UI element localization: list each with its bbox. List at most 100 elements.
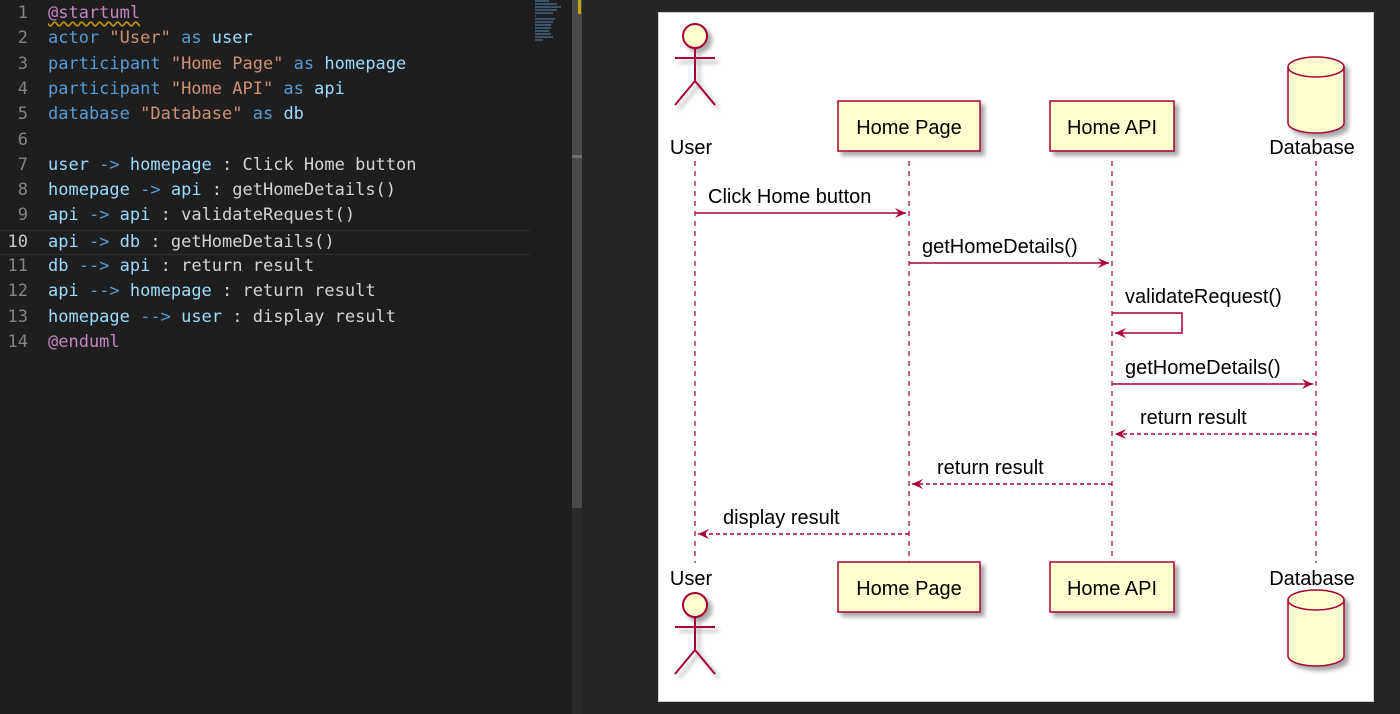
participant-label-api-bottom: Home API bbox=[1067, 578, 1157, 600]
participant-label-user-top: User bbox=[670, 137, 713, 159]
code-token: api bbox=[170, 180, 202, 201]
code-token: as bbox=[283, 53, 325, 74]
minimap-line bbox=[535, 27, 551, 29]
code-token: @enduml bbox=[48, 331, 120, 352]
code-line[interactable]: 13 homepage --> user : display result bbox=[0, 306, 530, 331]
code-text[interactable]: api -> db : getHomeDetails() bbox=[48, 232, 335, 252]
participant-box-api-bottom bbox=[1049, 561, 1175, 613]
code-line[interactable]: 2 actor "User" as user bbox=[0, 27, 530, 52]
code-token: homepage bbox=[48, 306, 130, 327]
minimap-line bbox=[535, 39, 543, 41]
code-text[interactable]: api -> api : validateRequest() bbox=[48, 205, 355, 225]
code-token: user bbox=[48, 154, 89, 175]
scrollbar-thumb[interactable] bbox=[572, 0, 582, 508]
code-token: user bbox=[181, 306, 223, 327]
participant-box-homepage-top bbox=[837, 100, 981, 152]
message-label: display result bbox=[723, 507, 840, 529]
code-line[interactable]: 4 participant "Home API" as api bbox=[0, 78, 530, 103]
code-token: as bbox=[170, 28, 212, 49]
code-line[interactable]: 8 homepage -> api : getHomeDetails() bbox=[0, 179, 530, 204]
code-token: api bbox=[314, 78, 345, 99]
code-text[interactable]: db --> api : return result bbox=[48, 256, 314, 276]
code-text[interactable]: homepage -> api : getHomeDetails() bbox=[48, 180, 396, 200]
code-editor[interactable]: 1 @startuml 2 actor "User" as user 3 particip… bbox=[0, 0, 572, 714]
minimap-line bbox=[535, 30, 549, 32]
code-token: db bbox=[119, 231, 141, 252]
code-text[interactable]: homepage --> user : display result bbox=[48, 307, 396, 327]
code-text[interactable]: participant "Home API" as api bbox=[48, 79, 345, 99]
code-token: db bbox=[48, 256, 69, 276]
code-line[interactable]: 6 bbox=[0, 129, 530, 154]
minimap-line bbox=[535, 9, 557, 11]
code-line[interactable]: 9 api -> api : validateRequest() bbox=[0, 204, 530, 229]
participant-box-homepage-bottom bbox=[837, 561, 981, 613]
code-token: user bbox=[211, 28, 253, 49]
actor-icon-bottom bbox=[674, 592, 716, 675]
code-line[interactable]: 1 @startuml bbox=[0, 2, 530, 27]
minimap-line bbox=[535, 21, 553, 23]
actor-icon-top bbox=[674, 23, 716, 106]
code-token: "Database" bbox=[140, 104, 243, 125]
line-number: 2 bbox=[17, 28, 28, 49]
code-token: as bbox=[273, 78, 315, 99]
code-token: "Home Page" bbox=[170, 53, 284, 74]
editor-scrollbar[interactable] bbox=[572, 0, 582, 714]
line-number: 6 bbox=[17, 129, 28, 150]
minimap-line bbox=[535, 18, 555, 20]
participant-box-api-top bbox=[1049, 100, 1175, 152]
code-line[interactable]: 3 participant "Home Page" as homepage bbox=[0, 53, 530, 78]
minimap-line bbox=[535, 33, 551, 35]
code-line[interactable]: 14 @enduml bbox=[0, 331, 530, 356]
code-token: : display result bbox=[222, 306, 397, 327]
code-token: homepage bbox=[324, 53, 407, 74]
line-number: 5 bbox=[17, 104, 28, 125]
code-line[interactable]: 7 user -> homepage : Click Home button bbox=[0, 154, 530, 179]
code-token: : getHomeDetails() bbox=[201, 180, 397, 201]
code-token: api bbox=[48, 205, 79, 226]
minimap-line bbox=[535, 36, 553, 38]
code-text[interactable]: @enduml bbox=[48, 332, 120, 352]
message-label: getHomeDetails() bbox=[922, 236, 1078, 258]
code-token: database bbox=[48, 104, 141, 125]
message-label: getHomeDetails() bbox=[1125, 357, 1281, 379]
code-line[interactable]: 5 database "Database" as db bbox=[0, 103, 530, 128]
line-number: 8 bbox=[17, 180, 28, 201]
code-text[interactable]: @startuml bbox=[48, 3, 140, 23]
code-token: api bbox=[48, 231, 79, 252]
minimap[interactable] bbox=[533, 0, 571, 41]
line-number: 7 bbox=[17, 154, 28, 175]
message-label: Click Home button bbox=[708, 186, 871, 208]
code-text[interactable]: participant "Home Page" as homepage bbox=[48, 54, 406, 74]
code-token: participant bbox=[48, 78, 171, 99]
code-token: db bbox=[283, 104, 304, 125]
code-text[interactable]: database "Database" as db bbox=[48, 104, 304, 124]
database-icon-top bbox=[1287, 56, 1345, 134]
minimap-line bbox=[535, 15, 536, 17]
code-token: : return result bbox=[150, 256, 315, 276]
line-number: 1 bbox=[17, 3, 28, 23]
scrollbar-cursor-marker bbox=[572, 155, 582, 158]
code-token: : Click Home button bbox=[211, 154, 417, 175]
line-number: 4 bbox=[17, 78, 28, 99]
minimap-line bbox=[535, 24, 551, 26]
code-text[interactable]: api --> homepage : return result bbox=[48, 281, 376, 301]
code-token: api bbox=[48, 281, 79, 302]
minimap-line bbox=[535, 6, 561, 8]
code-token: actor bbox=[48, 28, 110, 49]
message-label: return result bbox=[937, 457, 1044, 479]
minimap-line bbox=[535, 3, 557, 5]
code-token: --> bbox=[78, 281, 130, 302]
code-token: homepage bbox=[129, 154, 212, 175]
code-text[interactable]: user -> homepage : Click Home button bbox=[48, 155, 417, 175]
message-label: return result bbox=[1140, 407, 1247, 429]
code-text[interactable]: actor "User" as user bbox=[48, 28, 253, 48]
line-number: 3 bbox=[17, 53, 28, 74]
line-number: 13 bbox=[7, 306, 28, 327]
line-number: 9 bbox=[17, 205, 28, 226]
line-number: 14 bbox=[7, 331, 28, 352]
participant-label-db-top: Database bbox=[1269, 137, 1355, 159]
